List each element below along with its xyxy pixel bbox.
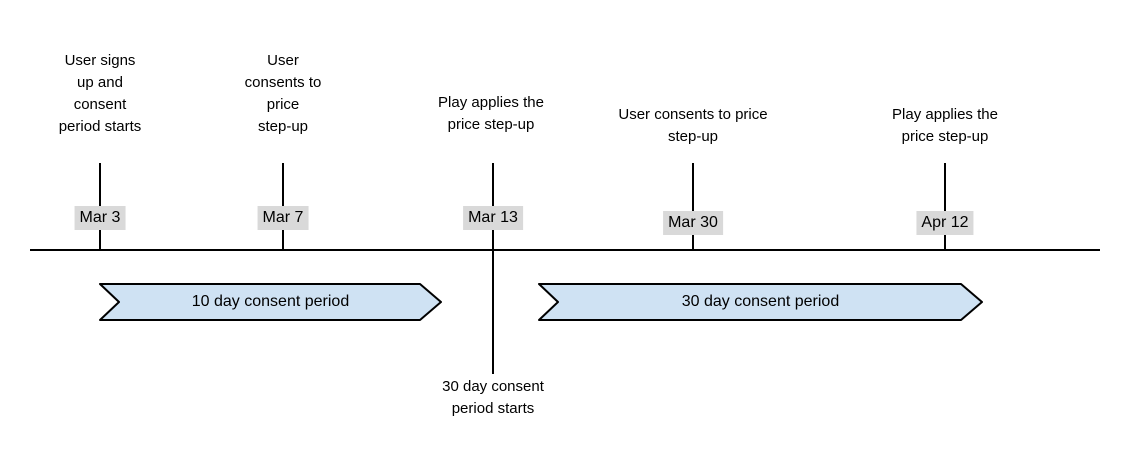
chevron-ribbon-polygon	[538, 283, 983, 321]
banner-label: 30 day consent period	[681, 293, 840, 310]
event-label-signup: User signs up and consent period starts	[58, 52, 142, 135]
banner-10-day-consent-period: 10 day consent period	[98, 282, 443, 322]
tick-mar-30	[692, 163, 694, 250]
timeline-axis-line	[30, 249, 1100, 251]
date-label-apr-12: Apr 12	[916, 211, 974, 235]
tick-apr-12	[944, 163, 946, 250]
chevron-ribbon-shape	[538, 283, 983, 321]
sublabel-30-day-period-starts: 30 day consent period starts	[442, 378, 544, 417]
date-label-mar-3: Mar 3	[74, 206, 126, 230]
event-label-apply-1: Play applies the price step-up	[438, 94, 544, 133]
banner-label: 10 day consent period	[191, 293, 350, 310]
date-label-mar-13: Mar 13	[463, 206, 523, 230]
chevron-ribbon-shape	[99, 283, 442, 321]
event-label-apply-2: Play applies the price step-up	[892, 106, 998, 145]
chevron-ribbon-polygon	[99, 283, 442, 321]
date-label-mar-7: Mar 7	[257, 206, 309, 230]
event-label-consent-2: User consents to price step-up	[618, 106, 768, 145]
event-label-consent-1: User consents to price step-up	[244, 52, 322, 135]
date-label-mar-30: Mar 30	[663, 211, 723, 235]
tick-mar-13	[492, 163, 494, 374]
banner-30-day-consent-period: 30 day consent period	[537, 282, 984, 322]
